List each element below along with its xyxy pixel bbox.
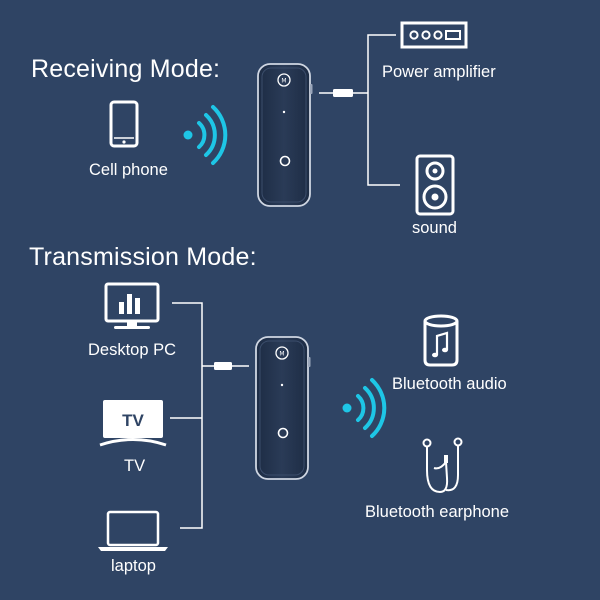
bluetooth-earphone-label: Bluetooth earphone [365,503,510,521]
tv-label: TV [124,457,146,475]
power-amplifier-label: Power amplifier [382,63,496,81]
tv-icon: TV [99,400,167,447]
laptop-icon [98,510,168,551]
svg-text:M: M [279,351,284,358]
transmission-mode-heading: Transmission Mode: [29,243,257,271]
laptop-label: laptop [111,557,156,575]
cell-phone-icon [109,100,139,148]
svg-text:M: M [281,78,286,85]
bluetooth-adapter-icon: M [257,63,313,207]
sound-label: sound [412,219,457,237]
bluetooth-audio-label: Bluetooth audio [392,375,507,393]
aux-connector [214,362,249,370]
earphone-icon [422,437,463,494]
wireless-signal-icon [183,105,228,165]
speaker-icon [415,154,455,216]
desktop-pc-icon [104,282,160,329]
bluetooth-speaker-icon [423,314,459,367]
receiving-mode-heading: Receiving Mode: [31,55,221,83]
bluetooth-adapter-icon: M [255,336,311,480]
wireless-signal-icon [342,378,387,438]
aux-connector [319,34,400,186]
source-bracket [170,302,214,529]
tv-icon-text: TV [122,411,144,430]
cell-phone-label: Cell phone [89,161,168,179]
desktop-pc-label: Desktop PC [88,341,177,359]
power-amplifier-icon [400,21,468,49]
